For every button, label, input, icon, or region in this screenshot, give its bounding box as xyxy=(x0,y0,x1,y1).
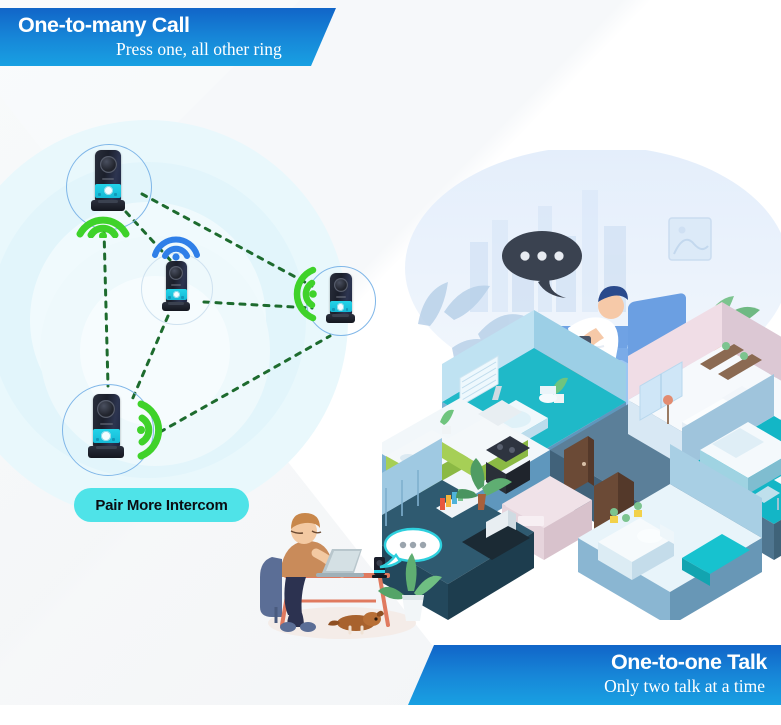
device-base xyxy=(91,200,125,211)
device-brand-label xyxy=(171,284,181,286)
device-base xyxy=(326,314,355,323)
device-mini-button-1[interactable] xyxy=(168,296,171,299)
device-brand-label xyxy=(335,296,346,298)
laptop xyxy=(316,549,364,577)
intercom-device-icon xyxy=(326,273,355,331)
desk-person-scene xyxy=(246,495,446,645)
desk-plant xyxy=(378,553,442,621)
intercom-device-icon xyxy=(162,261,190,319)
device-base-top xyxy=(168,302,184,305)
background-bottom-strip xyxy=(0,705,781,725)
sofa-person-head xyxy=(598,293,624,319)
banner-one-to-one-title: One-to-one Talk xyxy=(610,650,767,674)
pair-more-intercom-button[interactable]: Pair More Intercom xyxy=(74,488,249,522)
desk-person-shirt xyxy=(282,541,334,577)
banner-one-to-many: One-to-many Call Press one, all other ri… xyxy=(0,8,336,66)
room-bathroom-2 xyxy=(578,444,762,620)
device-call-button[interactable] xyxy=(172,291,180,298)
device-mini-button-1[interactable] xyxy=(98,193,101,196)
dog xyxy=(328,610,384,635)
device-center-hub[interactable] xyxy=(141,236,213,325)
device-brand-label xyxy=(99,423,113,425)
device-mini-button-2[interactable] xyxy=(181,296,184,299)
device-mini-button-1[interactable] xyxy=(95,438,99,441)
device-call-button[interactable] xyxy=(103,186,113,195)
device-speaker-grille xyxy=(99,156,117,173)
device-speaker-grille xyxy=(169,266,183,280)
wifi-signal-icon xyxy=(76,216,130,238)
speech-bubble-sofa xyxy=(502,231,582,298)
wifi-signal-icon xyxy=(137,400,163,460)
device-brand-label xyxy=(102,178,114,180)
device-right[interactable] xyxy=(293,266,376,336)
desk-chair xyxy=(260,557,282,623)
device-speaker-grille xyxy=(333,278,348,292)
wifi-signal-icon xyxy=(293,266,317,322)
banner-one-to-one: One-to-one Talk Only two talk at a time xyxy=(408,645,781,705)
wifi-signal-icon xyxy=(152,236,200,261)
intercom-device-icon xyxy=(91,150,125,220)
intercom-device-icon xyxy=(88,394,124,466)
desk-person-hair xyxy=(291,513,320,529)
house-structure xyxy=(382,302,781,620)
device-mini-button-1[interactable] xyxy=(332,308,335,311)
device-mini-button-2[interactable] xyxy=(114,193,117,196)
house-svg xyxy=(382,150,781,620)
device-base-top xyxy=(332,314,349,317)
device-speaker-grille xyxy=(97,400,115,418)
palm-plant xyxy=(456,458,512,510)
device-base xyxy=(88,446,124,458)
device-bottom-left[interactable] xyxy=(62,384,163,476)
banner-one-to-one-subtitle: Only two talk at a time xyxy=(604,676,765,696)
device-call-button[interactable] xyxy=(336,303,344,311)
link-center-bottomleft xyxy=(130,314,170,402)
speech-bubble-desk xyxy=(379,527,443,569)
device-top-left[interactable] xyxy=(66,144,152,238)
device-call-button[interactable] xyxy=(101,431,111,441)
banner-one-to-many-title: One-to-many Call xyxy=(18,13,190,37)
link-center-right xyxy=(202,300,314,310)
device-circle-outline xyxy=(62,384,154,476)
link-topleft-bottomleft xyxy=(102,228,110,388)
banner-one-to-many-subtitle: Press one, all other ring xyxy=(116,39,282,59)
link-topleft-right xyxy=(140,192,314,288)
device-mini-button-2[interactable] xyxy=(345,308,348,311)
sofa-person-hair xyxy=(598,286,628,302)
device-base xyxy=(162,302,190,311)
wall-window xyxy=(668,217,712,261)
house-illustration xyxy=(382,150,781,620)
device-base-top xyxy=(98,200,118,203)
intercom-on-desk xyxy=(372,557,387,578)
desk-person-pants xyxy=(284,577,306,615)
desk-person-svg xyxy=(260,513,443,639)
device-circle-outline xyxy=(141,253,213,325)
device-base-top xyxy=(95,446,117,449)
device-mini-button-2[interactable] xyxy=(112,438,115,441)
pair-more-intercom-label: Pair More Intercom xyxy=(95,496,228,514)
link-bottomleft-right xyxy=(158,334,332,434)
